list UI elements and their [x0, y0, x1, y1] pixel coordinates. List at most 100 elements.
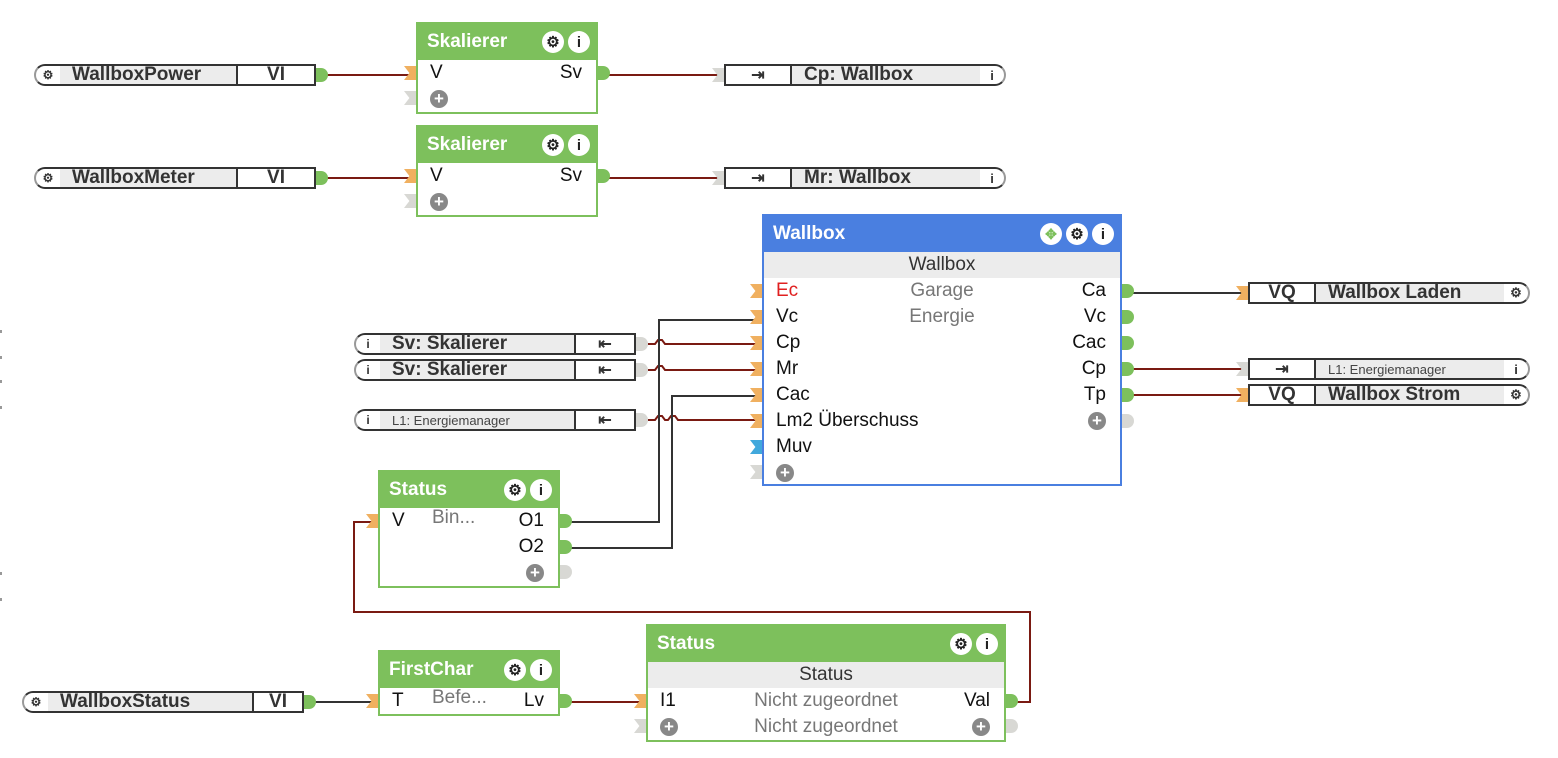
gear-icon[interactable]: ⚙ [1066, 223, 1088, 245]
info-icon[interactable]: i [530, 659, 552, 681]
input-pin-blue[interactable] [750, 440, 762, 454]
output-pin[interactable] [1122, 284, 1134, 298]
info-icon[interactable]: i [1092, 223, 1114, 245]
input-pin[interactable] [750, 414, 762, 428]
add-input-icon[interactable]: + [430, 192, 448, 211]
output-pin[interactable] [560, 694, 572, 708]
info-icon[interactable]: i [976, 633, 998, 655]
input-pin[interactable] [750, 336, 762, 350]
input-pin[interactable] [750, 362, 762, 376]
add-input-icon[interactable]: + [776, 463, 794, 482]
output-pin[interactable] [1122, 362, 1134, 376]
param-label: Befe... [432, 687, 487, 708]
add-output-icon[interactable]: + [972, 717, 990, 736]
output-pin-unused[interactable] [1006, 719, 1018, 733]
node-name: Sv: Skalierer [380, 333, 574, 354]
info-icon[interactable]: i [990, 170, 994, 186]
input-pin[interactable] [366, 694, 378, 708]
info-icon[interactable]: i [990, 67, 994, 83]
input-pin-unused[interactable] [1236, 362, 1248, 376]
reference-input-sv-skalierer-2[interactable]: i Sv: Skalierer ⇤ [354, 359, 636, 381]
gear-icon[interactable]: ⚙ [542, 31, 564, 53]
info-icon[interactable]: i [1514, 361, 1518, 377]
reference-output-cp-wallbox[interactable]: ⇥ Cp: Wallbox i [724, 64, 1006, 86]
output-pin-unused[interactable] [1122, 414, 1134, 428]
input-pin[interactable] [404, 66, 416, 80]
input-pin[interactable] [750, 310, 762, 324]
gear-icon[interactable]: ⚙ [504, 659, 526, 681]
block-header[interactable]: Skalierer ⚙i [418, 127, 596, 163]
input-pin[interactable] [750, 284, 762, 298]
reference-output-mr-wallbox[interactable]: ⇥ Mr: Wallbox i [724, 167, 1006, 189]
input-pin-unused[interactable] [404, 194, 416, 208]
output-pin-unused[interactable] [636, 363, 648, 377]
info-icon[interactable]: i [568, 31, 590, 53]
move-icon[interactable]: ✥ [1040, 223, 1062, 245]
block-header[interactable]: Wallbox ✥⚙i [764, 216, 1120, 252]
add-output-icon[interactable]: + [1088, 411, 1106, 430]
output-pin[interactable] [560, 540, 572, 554]
output-pin[interactable] [316, 68, 328, 82]
vq-output-wallbox-laden[interactable]: VQ Wallbox Laden ⚙ [1248, 282, 1530, 304]
block-skalierer-1[interactable]: Skalierer ⚙i V Sv + [404, 22, 610, 114]
block-header[interactable]: FirstChar ⚙i [380, 652, 558, 688]
output-pin-unused[interactable] [560, 565, 572, 579]
block-status-binary[interactable]: Status ⚙i V Bin... O1 O2 + [366, 470, 572, 588]
input-pin[interactable] [750, 388, 762, 402]
gear-icon[interactable]: ⚙ [950, 633, 972, 655]
add-input-icon[interactable]: + [430, 89, 448, 108]
input-pin-unused[interactable] [712, 68, 724, 82]
output-pin[interactable] [560, 514, 572, 528]
output-pin[interactable] [598, 66, 610, 80]
input-pin-unused[interactable] [404, 91, 416, 105]
input-pin[interactable] [1236, 286, 1248, 300]
reference-output-l1-energiemanager[interactable]: ⇥ L1: Energiemanager i [1248, 358, 1530, 380]
gear-icon[interactable]: ⚙ [30, 695, 42, 709]
block-firstchar[interactable]: FirstChar ⚙i T Befe... Lv [366, 650, 572, 716]
info-icon[interactable]: i [568, 134, 590, 156]
output-pin[interactable] [316, 171, 328, 185]
output-pin[interactable] [304, 695, 316, 709]
output-label-ca: Ca [1081, 280, 1106, 301]
input-pin-unused[interactable] [750, 465, 762, 479]
output-pin[interactable] [1122, 388, 1134, 402]
input-pin[interactable] [404, 169, 416, 183]
input-pin-unused[interactable] [712, 171, 724, 185]
gear-icon[interactable]: ⚙ [42, 68, 54, 82]
output-pin[interactable] [598, 169, 610, 183]
source-node-wallboxpower[interactable]: ⚙ WallboxPower VI [34, 64, 316, 86]
info-icon[interactable]: i [366, 337, 370, 351]
gear-icon[interactable]: ⚙ [542, 134, 564, 156]
source-node-wallboxstatus[interactable]: ⚙ WallboxStatus VI [22, 691, 304, 713]
output-pin-unused[interactable] [636, 413, 648, 427]
input-pin[interactable] [366, 514, 378, 528]
input-pin[interactable] [1236, 388, 1248, 402]
gear-icon[interactable]: ⚙ [504, 479, 526, 501]
output-pin[interactable] [1122, 310, 1134, 324]
info-icon[interactable]: i [530, 479, 552, 501]
input-pin-unused[interactable] [634, 719, 646, 733]
param-energie: Energie [909, 306, 975, 327]
vq-output-wallbox-strom[interactable]: VQ Wallbox Strom ⚙ [1248, 384, 1530, 406]
block-header[interactable]: Status ⚙i [648, 626, 1004, 662]
source-node-wallboxmeter[interactable]: ⚙ WallboxMeter VI [34, 167, 316, 189]
reference-out-icon: ⇥ [1250, 360, 1316, 378]
reference-input-l1-energiemanager[interactable]: i L1: Energiemanager ⇤ [354, 409, 636, 431]
block-status-value[interactable]: Status ⚙i Status I1 Nicht zugeordnet Val… [634, 624, 1018, 742]
add-output-icon[interactable]: + [526, 563, 544, 582]
info-icon[interactable]: i [366, 363, 370, 377]
output-pin[interactable] [1006, 694, 1018, 708]
block-header[interactable]: Status ⚙i [380, 472, 558, 508]
gear-icon[interactable]: ⚙ [1510, 387, 1522, 402]
add-input-icon[interactable]: + [660, 717, 678, 736]
block-header[interactable]: Skalierer ⚙i [418, 24, 596, 60]
gear-icon[interactable]: ⚙ [42, 171, 54, 185]
reference-input-sv-skalierer-1[interactable]: i Sv: Skalierer ⇤ [354, 333, 636, 355]
input-pin[interactable] [634, 694, 646, 708]
info-icon[interactable]: i [366, 413, 370, 427]
output-pin[interactable] [1122, 336, 1134, 350]
block-wallbox[interactable]: Wallbox ✥⚙i Wallbox Ec Garage Ca Vc Ener… [750, 214, 1134, 486]
output-pin-unused[interactable] [636, 337, 648, 351]
gear-icon[interactable]: ⚙ [1510, 285, 1522, 300]
block-skalierer-2[interactable]: Skalierer ⚙i V Sv + [404, 125, 610, 217]
